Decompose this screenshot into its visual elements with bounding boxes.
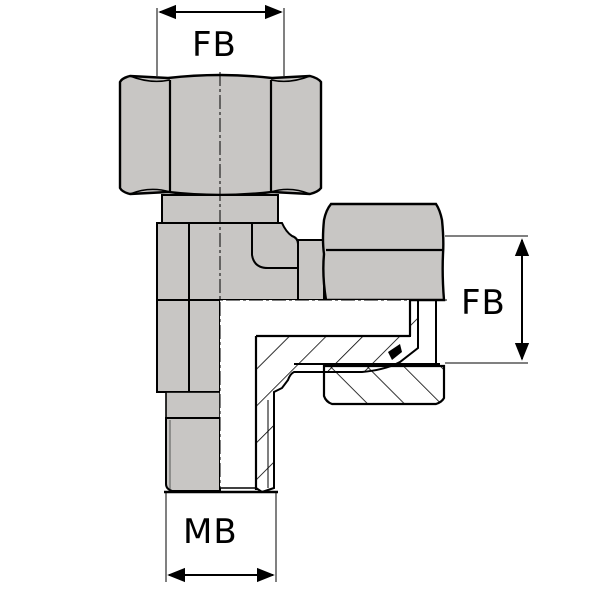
dimension-label-side: FB	[461, 283, 506, 323]
dimension-bottom-mb	[165, 492, 277, 583]
dimension-label-top: FB	[192, 25, 237, 65]
dimension-top-fb	[156, 4, 285, 76]
side-nut-section	[322, 364, 446, 406]
dimension-label-bottom: MB	[183, 512, 238, 552]
dimension-side-fb	[445, 235, 530, 364]
centerlines	[157, 72, 450, 488]
male-thread-stub	[165, 391, 221, 492]
elbow-section	[164, 299, 440, 494]
side-hex-nut	[321, 202, 446, 302]
